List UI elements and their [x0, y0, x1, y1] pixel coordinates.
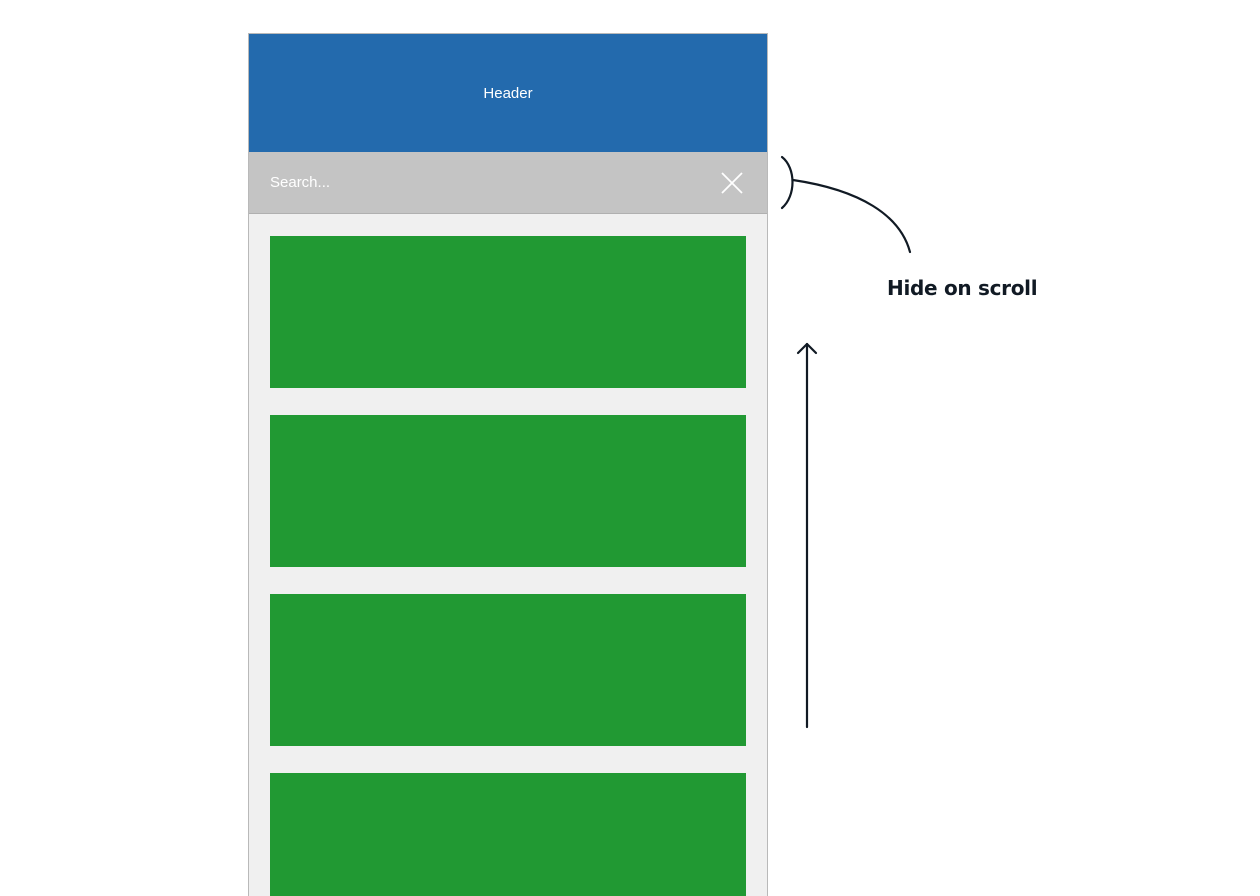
- annotation-label: Hide on scroll: [887, 276, 1038, 300]
- pointer-curve: [791, 178, 912, 254]
- search-bar: [249, 152, 767, 214]
- bracket-icon: [780, 155, 794, 210]
- search-input[interactable]: [249, 152, 689, 213]
- list-item[interactable]: [270, 415, 746, 567]
- list-item[interactable]: [270, 594, 746, 746]
- arrow-up-icon: [796, 342, 818, 729]
- search-clear-button[interactable]: [717, 168, 747, 198]
- app-header: Header: [249, 34, 767, 152]
- header-title: Header: [483, 84, 533, 102]
- list-item[interactable]: [270, 236, 746, 388]
- list-item[interactable]: [270, 773, 746, 896]
- phone-frame: Header: [248, 33, 768, 896]
- close-icon: [721, 172, 743, 194]
